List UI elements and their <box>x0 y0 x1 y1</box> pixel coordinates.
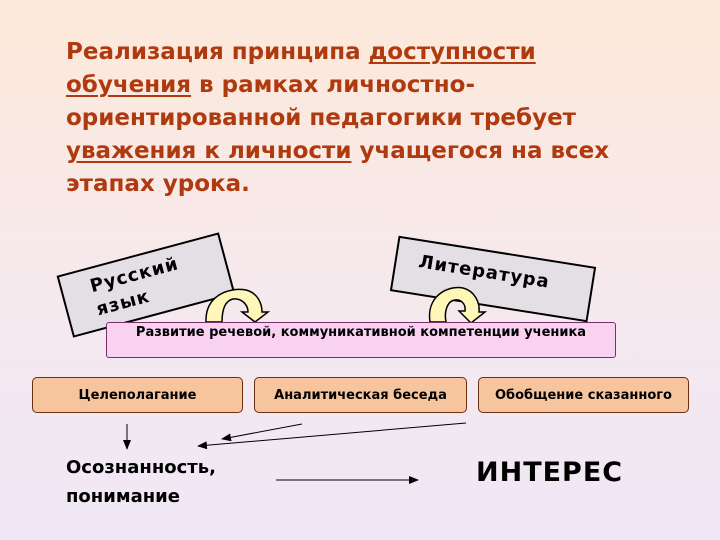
interest-text: ИНТЕРЕС <box>476 457 624 488</box>
outcome-text: Осознанность, понимание <box>66 457 216 507</box>
arrow-discussion-to-outcome <box>221 423 303 442</box>
title-text-3: учащегося на всех этапах урока. <box>66 138 610 197</box>
title-text-1: Реализация принципа <box>66 39 369 65</box>
arrow-summary-to-outcome <box>197 422 467 450</box>
competence-banner: Развитие речевой, коммуникативной компет… <box>106 322 616 358</box>
stage-goal-setting: Целеполагание <box>32 377 243 413</box>
title-underline-1: доступности обучения <box>66 39 536 98</box>
stage-summary: Обобщение сказанного <box>478 377 689 413</box>
curved-arrow-right-icon <box>428 286 488 325</box>
slide-title: Реализация принципа доступности обучения… <box>66 36 666 201</box>
title-underline-2: уважения к личности <box>66 138 352 164</box>
title-text-2: в рамках личностно-ориентированной педаг… <box>66 72 577 131</box>
curved-arrow-left-icon <box>205 288 271 323</box>
stage-analytic-discussion: Аналитическая беседа <box>254 377 467 413</box>
